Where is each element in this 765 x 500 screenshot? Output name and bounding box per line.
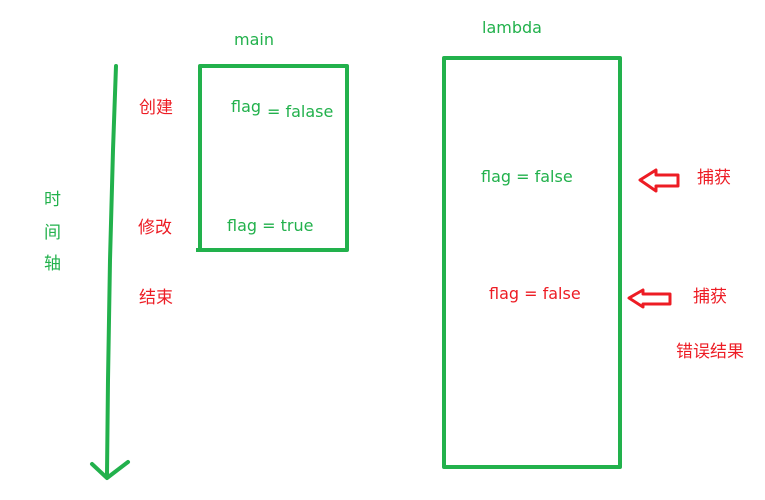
left-arrow-icon <box>627 288 672 309</box>
main-box-title: main <box>234 30 274 49</box>
arrow-down-icon <box>90 460 130 480</box>
lambda-flag-first: flag = false <box>481 167 573 186</box>
lambda-flag-second: flag = false <box>489 284 581 303</box>
event-create-label: 创建 <box>139 98 173 118</box>
capture-label-second: 捕获 <box>693 287 727 307</box>
time-axis <box>90 64 130 480</box>
lambda-box-title: lambda <box>482 18 542 37</box>
event-modify-label: 修改 <box>138 218 172 238</box>
time-axis-line <box>105 64 118 476</box>
main-flag-modified: flag = true <box>227 216 314 235</box>
main-flag-initial-value: = falase <box>267 102 334 121</box>
main-box-outline <box>198 64 349 252</box>
event-end-label: 结束 <box>139 288 173 308</box>
time-axis-label-char: 时 <box>44 190 61 210</box>
lambda-box-outline <box>442 56 622 469</box>
time-axis-label-char: 间 <box>44 223 61 243</box>
time-axis-label-char: 轴 <box>44 254 61 274</box>
main-flag-initial-name: flag <box>231 97 262 116</box>
capture-label-first: 捕获 <box>697 168 731 188</box>
wrong-result-label: 错误结果 <box>676 342 744 362</box>
left-arrow-icon <box>638 168 680 193</box>
